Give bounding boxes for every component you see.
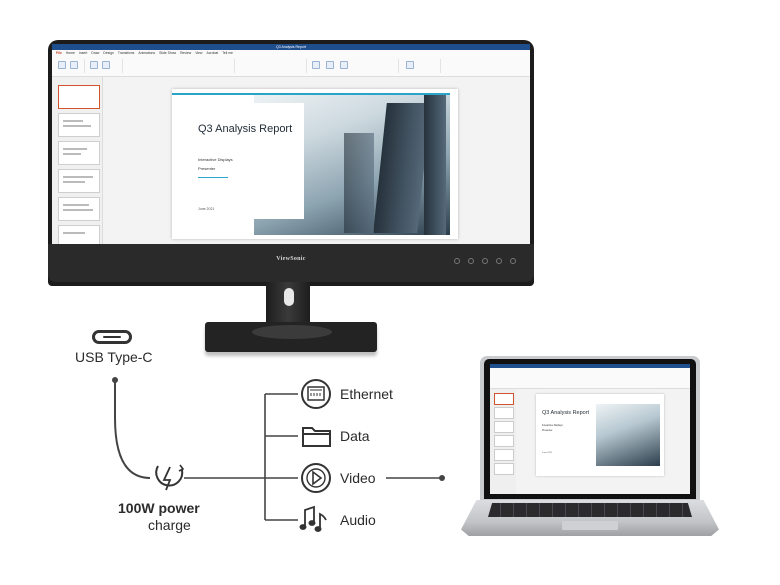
brand-logo: ViewSonic [276,256,306,262]
monitor-button[interactable] [468,258,474,264]
app-window-title: Q3 Analysis Report [276,45,306,49]
monitor-chin: ViewSonic [48,244,534,282]
power-charge-icon [155,464,185,491]
monitor-screen: Q3 Analysis Report File Home Insert Draw… [52,44,530,244]
ribbon-group-editing [400,59,441,73]
menu-tab-transitions[interactable]: Transitions [117,51,135,55]
menu-tab-home[interactable]: Home [65,51,75,55]
usb-type-c-label: USB Type-C [75,349,153,365]
slide-subtitle: Presenter [198,166,216,171]
ribbon-group-paragraph [236,59,307,73]
slide-thumbnail[interactable] [494,449,514,461]
folder-icon [302,427,331,447]
video-label: Video [340,470,376,486]
slide-thumbnail[interactable] [58,225,100,244]
menu-tab-slide-show[interactable]: Slide Show [159,51,177,55]
menu-tab-tell-me[interactable]: Tell me [222,51,233,55]
laptop-app-menubar [490,368,690,372]
skyscraper-photo [596,404,660,466]
slide-title-card: Q3 Analysis Report Interactive Displays … [192,103,304,219]
ribbon-group-clipboard [54,59,85,73]
slide-subtitle: Interactive Displays [198,157,233,162]
ethernet-label: Ethernet [340,386,393,402]
slide-thumbnail[interactable] [58,141,100,165]
cable-hole [284,288,294,306]
slide-thumbnail[interactable] [494,407,514,419]
menu-tab-insert[interactable]: Insert [78,51,88,55]
usb-cable-end [112,377,118,383]
arrange-icon[interactable] [326,61,334,69]
main-slide[interactable]: Q3 Analysis Report Interactive Displays … [172,89,458,239]
menu-tab-draw[interactable]: Draw [91,51,100,55]
slide-thumbnail[interactable] [494,421,514,433]
monitor-button[interactable] [510,258,516,264]
slide-thumbnail[interactable] [494,463,514,475]
play-circle-icon [301,463,331,493]
paste-icon[interactable] [58,61,66,69]
power-label: 100W power [118,500,200,516]
menu-tab-view[interactable]: View [195,51,203,55]
app-ribbon [52,56,530,77]
laptop-app-titlebar [490,364,690,368]
power-sublabel: charge [148,517,191,533]
menu-tab-acrobat[interactable]: Acrobat [206,51,219,55]
ribbon-group-font [124,59,235,73]
layout-icon[interactable] [102,61,110,69]
new-slide-icon[interactable] [90,61,98,69]
slide-thumbnail[interactable] [58,169,100,193]
slide-thumbnail[interactable] [58,85,100,109]
branch-lines [265,393,298,521]
data-label: Data [340,428,370,444]
slide-title: Q3 Analysis Report [198,123,293,135]
slide-thumbnail[interactable] [58,113,100,137]
usb-cable-line [114,380,151,479]
slide-thumbnail[interactable] [494,393,514,405]
slide-accent-bar [172,93,450,95]
slide-thumbnail-pane [52,77,103,244]
monitor-button[interactable] [482,258,488,264]
video-link-end [439,475,445,481]
stand-swivel-ring [252,325,332,339]
laptop-thumbnail-pane [490,389,516,494]
slide-thumbnail[interactable] [494,435,514,447]
ribbon-group-slides [86,59,123,73]
laptop-keyboard [488,503,692,517]
slide-thumbnail[interactable] [58,197,100,221]
slide-date: June 2021 [198,207,215,211]
find-icon[interactable] [406,61,414,69]
music-notes-icon [299,505,327,532]
laptop-slide-date: June 2021 [542,452,553,454]
laptop-app-ribbon [490,372,690,389]
ribbon-group-drawing [308,59,399,73]
shapes-icon[interactable] [312,61,320,69]
laptop-trackpad [562,521,618,530]
audio-label: Audio [340,512,376,528]
laptop-main-slide[interactable]: Q3 Analysis Report Interactive Displays … [536,394,664,476]
app-titlebar [52,44,530,50]
monitor-button[interactable] [496,258,502,264]
menu-tab-design[interactable]: Design [103,51,114,55]
laptop-slide-title: Q3 Analysis Report [542,410,590,416]
menu-tab-file[interactable]: File [56,51,62,55]
slide-divider [198,177,228,178]
ethernet-port-icon [301,379,331,409]
laptop-screen: Q3 Analysis Report Interactive Displays … [490,364,690,494]
menu-tab-review[interactable]: Review [180,51,192,55]
monitor-button[interactable] [454,258,460,264]
cut-icon[interactable] [70,61,78,69]
usb-c-port-icon [92,330,132,344]
app-menubar: File Home Insert Draw Design Transitions… [52,50,530,56]
laptop-slide-subtitle: Presenter [542,429,553,432]
quick-styles-icon[interactable] [340,61,348,69]
monitor-control-buttons [454,258,516,264]
laptop-slide-subtitle: Interactive Displays [542,424,563,427]
menu-tab-animations[interactable]: Animations [138,51,156,55]
